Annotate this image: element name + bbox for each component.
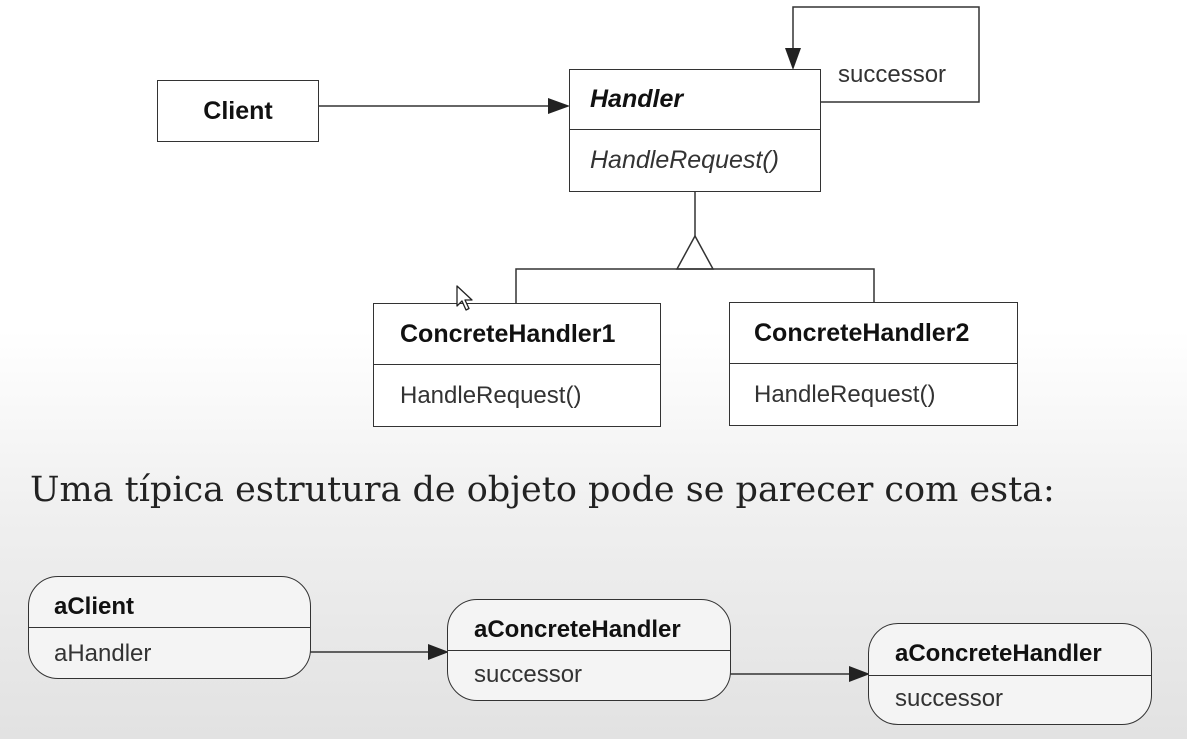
concrete-handler-object-2: aConcreteHandler successor — [868, 623, 1152, 725]
aclient-field: aHandler — [54, 640, 152, 667]
handler-class-divider — [570, 129, 820, 130]
successor-reference-arrowhead — [849, 666, 870, 682]
concrete-handler2-operation: HandleRequest() — [754, 380, 936, 408]
concrete-handler-object-1: aConcreteHandler successor — [447, 599, 731, 701]
successor-arrowhead — [785, 48, 801, 70]
successor-association-label: successor — [838, 61, 947, 88]
client-class-box: Client — [157, 80, 319, 142]
concrete-handler1-class-name: ConcreteHandler1 — [400, 319, 616, 348]
handler-operation: HandleRequest() — [590, 146, 779, 174]
concrete-handler2-class-name: ConcreteHandler2 — [754, 318, 970, 347]
concrete-handler-object-1-field: successor — [474, 661, 583, 688]
inheritance-branch — [515, 268, 875, 303]
concrete-handler1-divider — [374, 364, 660, 365]
client-class-name: Client — [203, 96, 273, 125]
concrete-handler-object-1-divider — [448, 650, 730, 651]
handler-class-box: Handler HandleRequest() — [569, 69, 821, 192]
concrete-handler2-class-box: ConcreteHandler2 HandleRequest() — [729, 302, 1018, 426]
client-handler-arrowhead — [548, 98, 570, 114]
successor-self-association — [792, 6, 980, 103]
aclient-object: aClient aHandler — [28, 576, 311, 679]
concrete-handler-object-1-name: aConcreteHandler — [474, 616, 681, 643]
aclient-object-divider — [29, 627, 310, 628]
aclient-reference-arrowhead — [428, 644, 449, 660]
inheritance-triangle — [675, 234, 715, 270]
object-structure-caption: Uma típica estrutura de objeto pode se p… — [30, 470, 1055, 510]
concrete-handler2-divider — [730, 363, 1017, 364]
aclient-object-name: aClient — [54, 593, 135, 620]
concrete-handler1-operation: HandleRequest() — [400, 381, 582, 409]
handler-class-name: Handler — [590, 85, 684, 113]
concrete-handler-object-2-divider — [869, 675, 1151, 676]
concrete-handler-object-2-field: successor — [895, 685, 1004, 712]
mouse-pointer-icon — [456, 285, 473, 311]
concrete-handler-object-2-name: aConcreteHandler — [895, 640, 1102, 667]
concrete-handler1-class-box: ConcreteHandler1 HandleRequest() — [373, 303, 661, 427]
